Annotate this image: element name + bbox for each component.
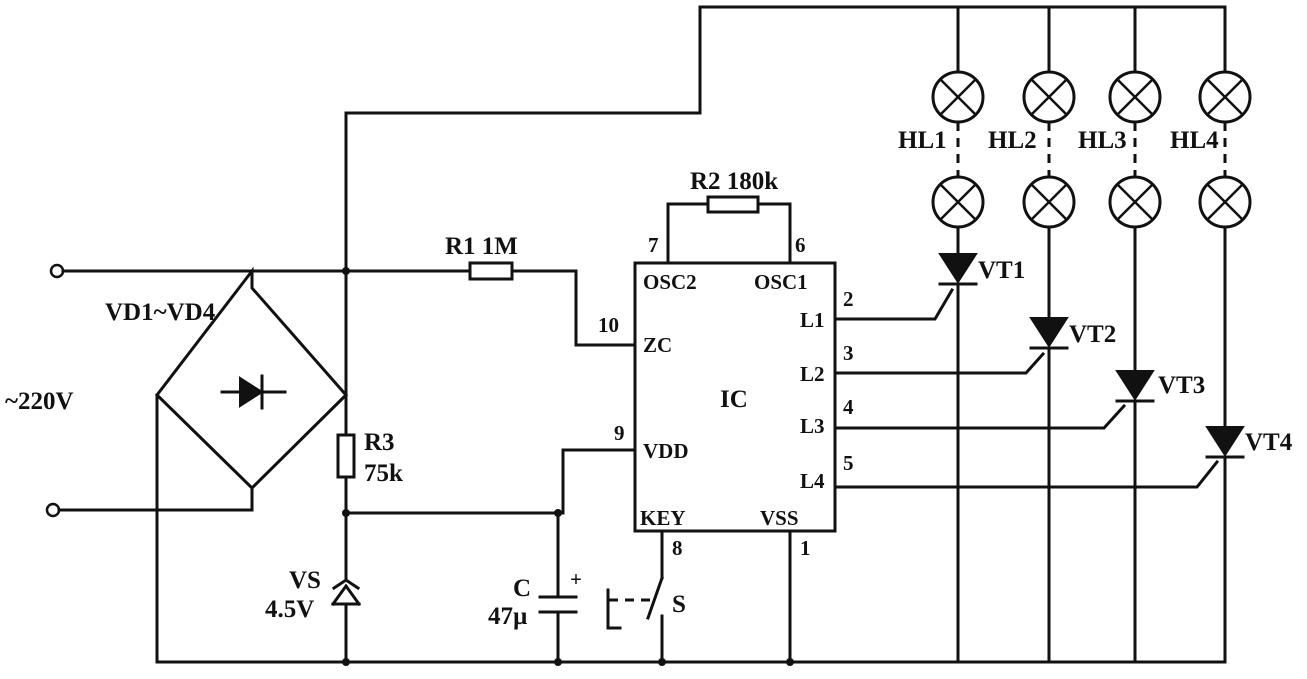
switch-label: S [672, 591, 686, 618]
channel-3: HL3 VT3 [833, 5, 1205, 664]
thyristor-label-vt1: VT1 [978, 257, 1025, 284]
zener-name: VS [289, 567, 321, 594]
pin-key: KEY [640, 506, 686, 530]
pin-number-7: 7 [648, 233, 659, 257]
pin-l3: L3 [800, 414, 825, 438]
pin-number-9: 9 [614, 421, 625, 445]
ic-label: IC [720, 386, 748, 413]
bridge-label: VD1~VD4 [105, 299, 216, 326]
pin-number-6: 6 [795, 233, 806, 257]
pin-l2: L2 [800, 362, 825, 386]
thyristor-vt2 [1029, 317, 1069, 348]
regulator: R3 75k VS 4.5V [265, 393, 560, 664]
channel-1: HL1 VT1 [833, 5, 1025, 664]
thyristor-label-vt4: VT4 [1245, 429, 1293, 456]
thyristor-vt3 [1115, 370, 1155, 401]
r3-value: 75k [364, 460, 403, 487]
pin-vdd: VDD [643, 439, 689, 463]
resistor-r3 [336, 433, 356, 479]
lamp-label-hl4: HL4 [1170, 127, 1219, 154]
ic-chip: IC OSC2 OSC1 ZC VDD KEY VSS L1 L2 L3 L4 … [598, 233, 854, 560]
thyristor-vt4 [1205, 426, 1245, 457]
pin-osc2: OSC2 [643, 270, 697, 294]
supply-voltage-label: ~220V [5, 388, 74, 415]
pin-l1: L1 [800, 308, 825, 332]
r1-label: R1 1M [445, 233, 518, 260]
capacitor-name: C [513, 575, 531, 602]
pin-number-3: 3 [843, 341, 854, 365]
capacitor-value: 47µ [488, 603, 527, 630]
input-terminal-bottom[interactable] [45, 502, 61, 518]
lamp-label-hl1: HL1 [898, 127, 947, 154]
resistor-r1: R1 1M [445, 233, 637, 347]
pin-number-4: 4 [843, 395, 854, 419]
pin-vss: VSS [760, 506, 799, 530]
channel-4: HL4 VT4 [833, 5, 1293, 664]
zener-value: 4.5V [265, 596, 314, 623]
pin-zc: ZC [643, 333, 672, 357]
r3-name: R3 [364, 429, 395, 456]
pin-number-10: 10 [598, 313, 619, 337]
thyristor-label-vt2: VT2 [1069, 321, 1116, 348]
thyristor-label-vt3: VT3 [1158, 372, 1205, 399]
lamp-label-hl2: HL2 [988, 127, 1037, 154]
dc-rail [344, 5, 1227, 397]
capacitor-plus: + [570, 567, 582, 591]
pin-number-1: 1 [800, 536, 811, 560]
resistor-r2: R2 180k [666, 168, 792, 265]
r2-label: R2 180k [690, 168, 778, 195]
key-switch[interactable]: S [606, 529, 686, 664]
pin-number-8: 8 [672, 536, 683, 560]
lamp-label-hl3: HL3 [1078, 127, 1127, 154]
bridge-rectifier: VD1~VD4 [105, 266, 349, 664]
thyristor-vt1 [938, 253, 978, 284]
pin-number-5: 5 [843, 451, 854, 475]
pin-osc1: OSC1 [754, 270, 808, 294]
ac-input: ~220V [5, 263, 472, 518]
pin-number-2: 2 [843, 287, 854, 311]
input-terminal-top[interactable] [49, 263, 65, 279]
capacitor-c: C 47µ + [488, 448, 637, 664]
pin-l4: L4 [800, 469, 825, 493]
junction-dots [342, 267, 794, 666]
channel-2: HL2 VT2 [833, 5, 1116, 664]
